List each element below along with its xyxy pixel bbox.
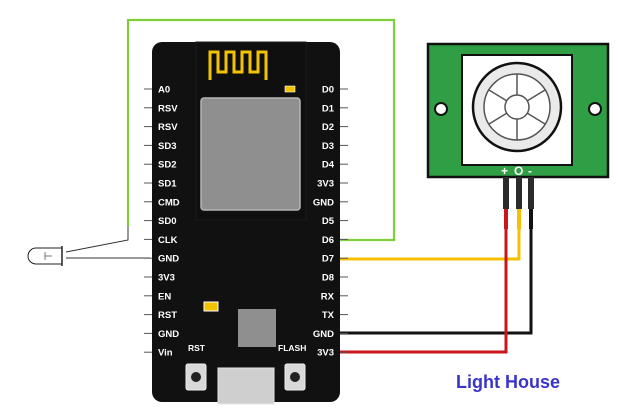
right-pin-label: D7 xyxy=(322,254,334,265)
left-pin-label: SD3 xyxy=(158,141,176,152)
right-pin-label: D6 xyxy=(322,235,334,246)
sensor-pin-out-label: O xyxy=(514,164,523,178)
pir-sensor: + O - xyxy=(426,42,610,229)
wires xyxy=(65,18,533,354)
rst-button-cap xyxy=(191,372,201,382)
wire-red-3v3 xyxy=(340,196,508,354)
right-pin-label: RX xyxy=(321,291,335,302)
usb-chip xyxy=(238,309,276,347)
left-pin-label: RSV xyxy=(158,122,178,133)
left-pin-label: RSV xyxy=(158,103,178,114)
left-pin-label: EN xyxy=(158,291,171,302)
lens-center xyxy=(504,94,530,120)
flash-button-cap xyxy=(290,372,300,382)
left-pin-label: A0 xyxy=(158,85,170,96)
status-led xyxy=(203,301,219,312)
rst-label: RST xyxy=(188,343,206,353)
left-pin-label: RST xyxy=(158,310,177,321)
sensor-pin-minus-label: - xyxy=(528,164,532,178)
right-pin-label: 3V3 xyxy=(317,348,334,359)
wifi-antenna-trace xyxy=(208,50,268,80)
left-pin-label: 3V3 xyxy=(158,273,175,284)
right-pin-label: D2 xyxy=(322,122,334,133)
wire-led-lead-top xyxy=(65,226,129,253)
wire-black-gnd xyxy=(340,196,533,335)
right-pin-label: 3V3 xyxy=(317,179,334,190)
right-pin-label: D4 xyxy=(322,160,335,171)
right-pin-label: GND xyxy=(313,329,334,340)
right-pin-label: TX xyxy=(322,310,335,321)
left-pin-label: Vin xyxy=(158,348,173,359)
left-pin-label: SD2 xyxy=(158,160,176,171)
header-pin-minus xyxy=(528,177,534,209)
usb-port xyxy=(217,367,275,405)
lens-segments xyxy=(488,74,546,140)
left-pin-label: CMD xyxy=(158,197,180,208)
header-pin-out xyxy=(516,177,522,209)
right-pin-label: D3 xyxy=(322,141,334,152)
left-pin-label: SD0 xyxy=(158,216,176,227)
right-pin-label: D8 xyxy=(322,273,334,284)
left-pin-label: GND xyxy=(158,254,179,265)
sensor-pin-plus-label: + xyxy=(501,164,508,178)
wire-yellow-d7 xyxy=(340,196,521,261)
right-pin-label: GND xyxy=(313,197,334,208)
header-pin-plus-tip xyxy=(504,209,508,229)
left-pin-label: CLK xyxy=(158,235,178,246)
module-shield xyxy=(200,97,301,211)
flash-label: FLASH xyxy=(278,343,306,353)
header-pin-out-tip xyxy=(517,209,521,229)
left-pin-label: SD1 xyxy=(158,179,177,190)
mount-hole-left xyxy=(434,102,448,116)
led-indicator-small xyxy=(284,85,296,93)
wire-green-d6 xyxy=(126,18,396,242)
header-pin-minus-tip xyxy=(529,209,533,229)
right-pin-label: D1 xyxy=(322,103,335,114)
diagram-caption: Light House xyxy=(456,372,560,392)
right-pin-label: D5 xyxy=(322,216,335,227)
left-pin-label: GND xyxy=(158,329,179,340)
header-pin-plus xyxy=(503,177,509,209)
led xyxy=(27,246,63,266)
right-pin-label: D0 xyxy=(322,85,334,96)
mount-hole-right xyxy=(588,102,602,116)
